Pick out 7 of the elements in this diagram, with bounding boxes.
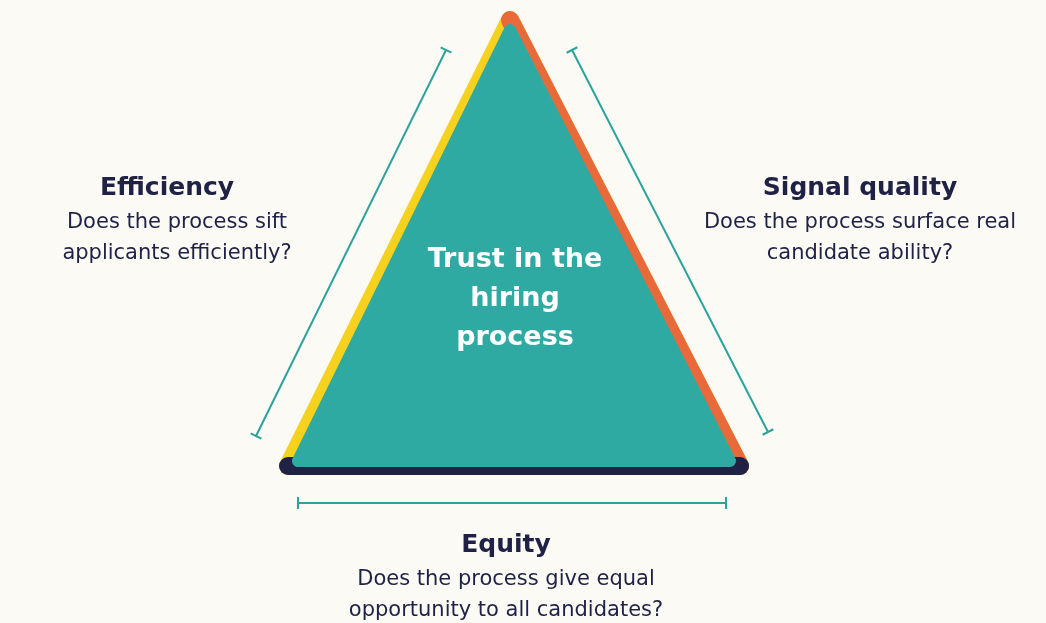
side-heading: Equity — [460, 529, 552, 558]
side-heading: Signal quality — [761, 172, 959, 201]
center-label: Trust in the hiring process — [426, 241, 604, 353]
side-heading: Efficiency — [98, 172, 236, 201]
side-question: Does the process give equal opportunity to all candidates? — [347, 565, 665, 623]
side-question: Does the process sift applicants efficiently? — [61, 208, 293, 266]
side-question: Does the process surface real candidate ability? — [702, 208, 1018, 266]
